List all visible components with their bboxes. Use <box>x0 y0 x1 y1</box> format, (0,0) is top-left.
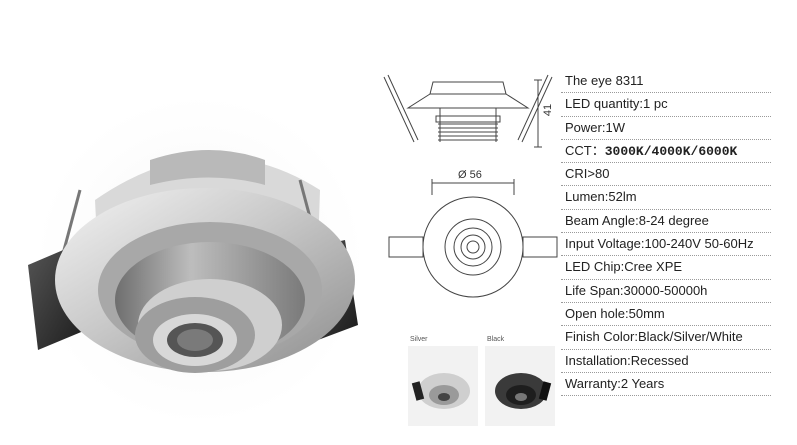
silver-swatch: Silver <box>408 336 478 428</box>
top-view-drawing: Ø 56 <box>384 165 560 325</box>
spec-cct-prefix: CCT： <box>565 142 605 158</box>
height-dimension: 41 <box>542 103 555 117</box>
spec-life-span: Life Span:30000-50000h <box>561 280 771 303</box>
spec-beam-angle: Beam Angle:8-24 degree <box>561 210 771 234</box>
silver-label: Silver <box>410 336 428 343</box>
spec-led-chip: LED Chip:Cree XPE <box>561 256 771 280</box>
spec-list: The eye 8311 LED quantity:1 pc Power:1W … <box>561 70 771 397</box>
side-view-drawing: 41 <box>378 72 558 162</box>
spec-input-voltage: Input Voltage:100-240V 50-60Hz <box>561 233 771 257</box>
side-profile-svg <box>383 74 553 148</box>
spec-cct-value: 3000K/4000K/6000K <box>604 143 738 159</box>
black-swatch: Black <box>485 336 555 428</box>
spec-installation: Installation:Recessed <box>561 350 771 373</box>
spec-cri: CRI>80 <box>561 163 771 187</box>
diameter-dimension: Ø 56 <box>458 169 482 181</box>
product-photo <box>0 0 375 440</box>
spec-cct: CCT：3000K/4000K/6000K <box>561 140 771 164</box>
spec-model: The eye 8311 <box>561 70 771 94</box>
silver-swatch-image <box>408 346 478 426</box>
spec-power: Power:1W <box>561 117 771 140</box>
downlight-image <box>28 95 365 425</box>
spec-open-hole: Open hole:50mm <box>561 303 771 327</box>
black-swatch-image <box>485 346 555 426</box>
black-label: Black <box>487 336 505 343</box>
top-profile-svg <box>388 179 558 298</box>
spec-warranty: Warranty:2 Years <box>561 373 771 397</box>
spec-lumen: Lumen:52lm <box>561 186 771 210</box>
spec-led-quantity: LED quantity:1 pc <box>561 93 771 117</box>
spec-finish-color: Finish Color:Black/Silver/White <box>561 326 771 350</box>
